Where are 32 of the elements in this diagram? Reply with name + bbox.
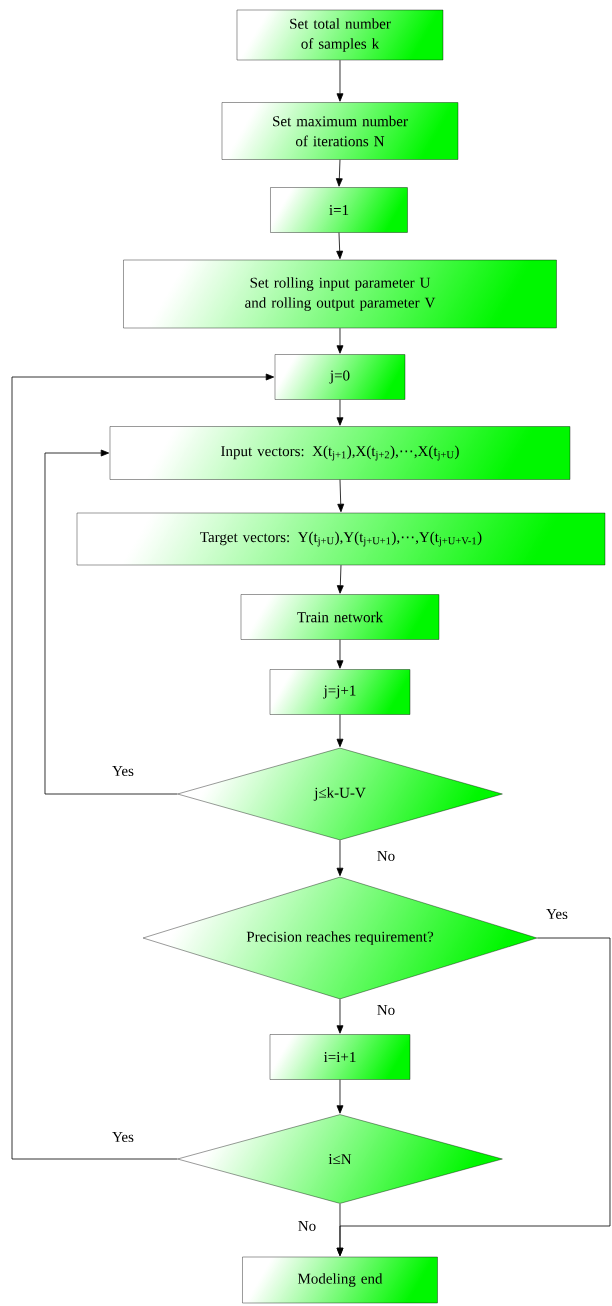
arrow: [336, 564, 344, 594]
process-box: i=1: [270, 187, 408, 233]
edge-label: Yes: [545, 908, 569, 920]
edge-label: No: [296, 1220, 318, 1232]
process-box: j=0: [274, 354, 406, 400]
process-box: Set total number of samples k: [236, 9, 444, 61]
process-box: Set maximum number of iterations N: [221, 102, 459, 160]
arrow: [336, 839, 344, 877]
arrow: [336, 1203, 344, 1257]
arrow: [336, 59, 344, 102]
arrow: [336, 327, 344, 354]
edge-label: Yes: [111, 1131, 135, 1143]
process-box: Target vectors: Y(t$_{j+U}$),Y(t$_{j+U+1}$),⋯,Y(t$_{j+U+V-1}$): [76, 512, 606, 566]
process-box: Set rolling input parameter U and rolling output parameter V: [123, 259, 557, 329]
arrow: [11, 373, 275, 1160]
process-box: Modeling end: [242, 1256, 438, 1304]
arrow: [337, 479, 345, 513]
process-box: j=j+1: [269, 669, 411, 715]
arrow: [335, 159, 343, 187]
arrow: [336, 399, 344, 426]
arrow: [336, 714, 344, 748]
arrow: [336, 232, 344, 260]
process-box: Train network: [240, 594, 440, 640]
edge-label: Yes: [111, 765, 135, 777]
process-box: Input vectors: X(t$_{j+1}$),X(t$_{j+2}$),⋯,X(t$_{j+U}$): [109, 426, 571, 480]
edge-label: No: [375, 850, 397, 862]
process-box: i=i+1: [269, 1034, 411, 1080]
arrow: [336, 998, 344, 1034]
edge-label: No: [375, 1004, 397, 1016]
arrow: [336, 639, 344, 669]
arrow: [336, 1079, 344, 1114]
arrow: [44, 449, 178, 795]
